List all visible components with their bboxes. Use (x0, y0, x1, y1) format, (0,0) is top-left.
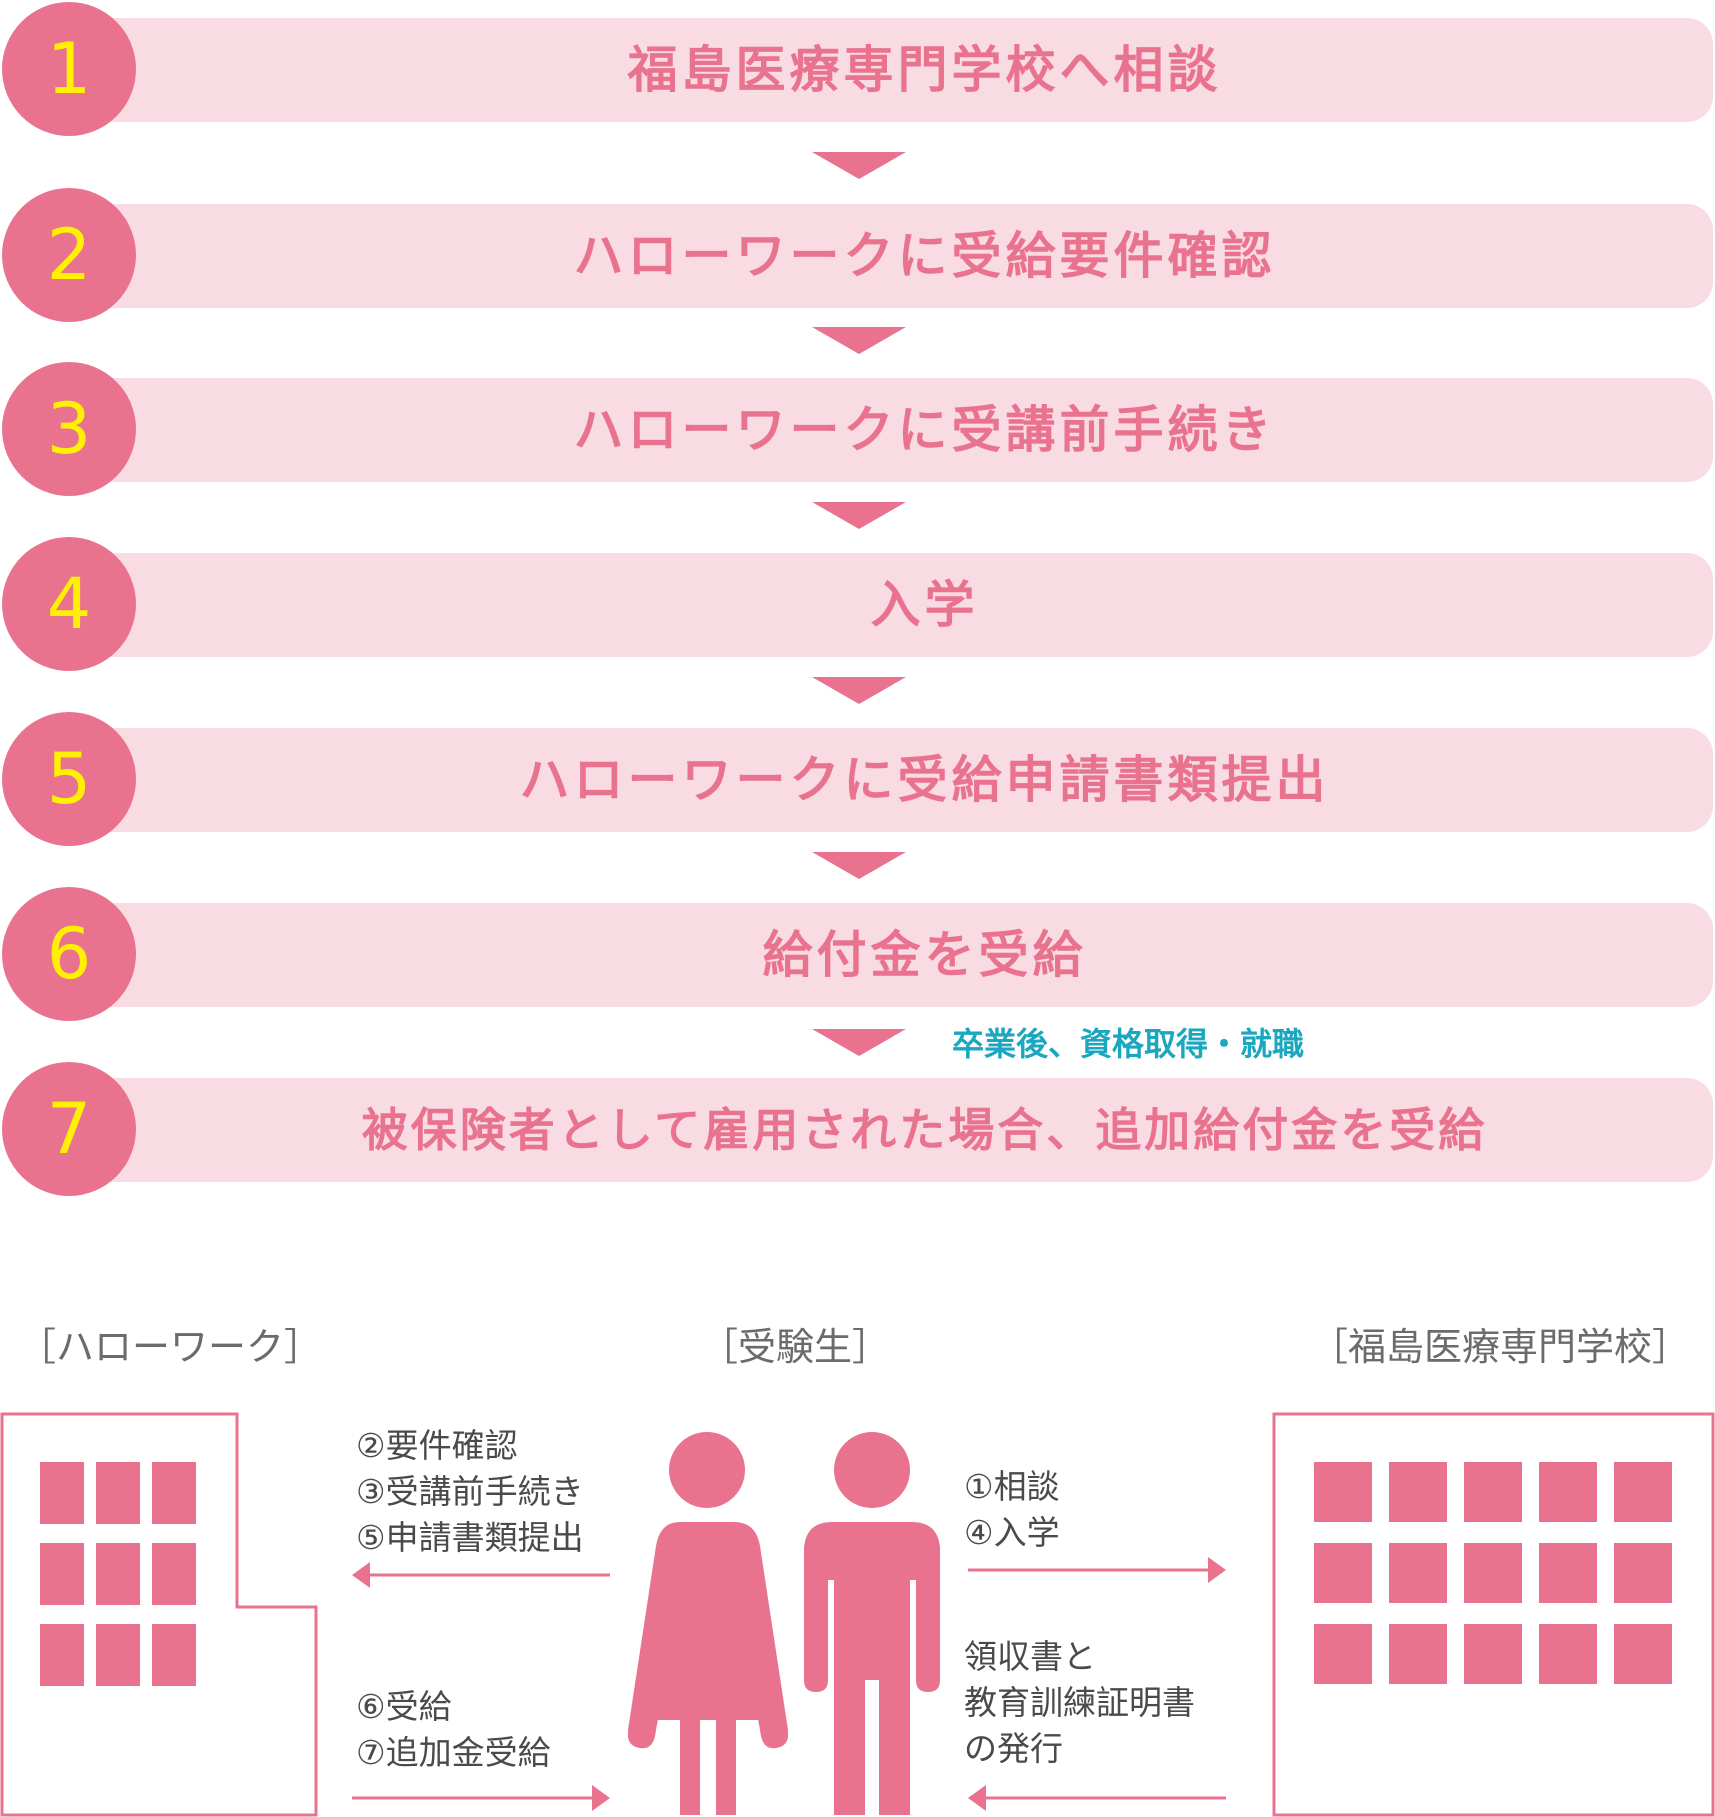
step-bar (65, 728, 1713, 832)
right-top-line: ④入学 (964, 1513, 1060, 1552)
man-icon (804, 1432, 940, 1815)
student-title: ［受験生］ (700, 1325, 891, 1369)
left-top-line: ②要件確認 (356, 1426, 518, 1465)
school-title: ［福島医療専門学校］ (1310, 1325, 1691, 1369)
step-label: ハローワークに受給要件確認 (573, 227, 1276, 285)
hellowork-title: ［ハローワーク］ (18, 1325, 323, 1369)
step-number: 3 (2, 362, 136, 496)
hellowork-building-icon (0, 1412, 318, 1817)
arrow-down-icon (812, 852, 906, 879)
step-label: 入学 (870, 576, 979, 634)
step-3: 3 ハローワークに受講前手続き (0, 362, 1715, 498)
arrow-left-icon (352, 1562, 610, 1588)
arrow-down-icon (812, 327, 906, 354)
step-bar (65, 204, 1713, 308)
step-label: ハローワークに受給申請書類提出 (519, 751, 1330, 809)
step-number: 6 (2, 887, 136, 1021)
arrow-left-icon (968, 1785, 1226, 1811)
left-bottom-line: ⑥受給 (356, 1687, 452, 1726)
left-bottom-line: ⑦追加金受給 (356, 1733, 551, 1772)
step-4: 4 入学 (0, 537, 1715, 673)
right-bottom-line: の発行 (964, 1729, 1063, 1768)
arrow-right-icon (352, 1785, 610, 1811)
left-top-text: ②要件確認 ③受講前手続き ⑤申請書類提出 (356, 1423, 584, 1561)
left-top-line: ③受講前手続き (356, 1472, 584, 1511)
right-bottom-line: 領収書と (964, 1637, 1096, 1676)
step-number: 7 (2, 1062, 136, 1196)
woman-icon (628, 1432, 788, 1815)
left-bottom-text: ⑥受給 ⑦追加金受給 (356, 1684, 551, 1776)
step-bar (65, 553, 1713, 657)
right-bottom-line: 教育訓練証明書 (964, 1683, 1195, 1722)
step-label: 給付金を受給 (762, 926, 1087, 984)
step-number: 4 (2, 537, 136, 671)
step-2: 2 ハローワークに受給要件確認 (0, 188, 1715, 324)
arrow-down-icon (812, 1029, 906, 1056)
step-label: ハローワークに受講前手続き (573, 401, 1276, 459)
arrow-right-icon (968, 1557, 1226, 1583)
step-bar (65, 903, 1713, 1007)
step-5: 5 ハローワークに受給申請書類提出 (0, 712, 1715, 848)
step-label: 福島医療専門学校へ相談 (627, 41, 1222, 99)
step-number: 5 (2, 712, 136, 846)
arrow-down-icon (812, 502, 906, 529)
school-building-icon (1272, 1412, 1715, 1817)
step-bar (65, 378, 1713, 482)
step7-note: 卒業後、資格取得・就職 (952, 1025, 1305, 1063)
step-number: 2 (2, 188, 136, 322)
right-bottom-text: 領収書と 教育訓練証明書 の発行 (964, 1634, 1195, 1772)
step-number: 1 (2, 2, 136, 136)
step-bar (65, 18, 1713, 122)
right-top-text: ①相談 ④入学 (964, 1464, 1060, 1556)
right-top-line: ①相談 (964, 1467, 1060, 1506)
left-top-line: ⑤申請書類提出 (356, 1518, 584, 1557)
arrow-down-icon (812, 152, 906, 179)
step-7: 7 被保険者として雇用された場合、追加給付金を受給 (0, 1062, 1715, 1198)
step-1: 1 福島医療専門学校へ相談 (0, 2, 1715, 138)
step-bar (65, 1078, 1713, 1182)
step-label: 被保険者として雇用された場合、追加給付金を受給 (361, 1103, 1488, 1157)
arrow-down-icon (812, 677, 906, 704)
step-6: 6 給付金を受給 (0, 887, 1715, 1023)
